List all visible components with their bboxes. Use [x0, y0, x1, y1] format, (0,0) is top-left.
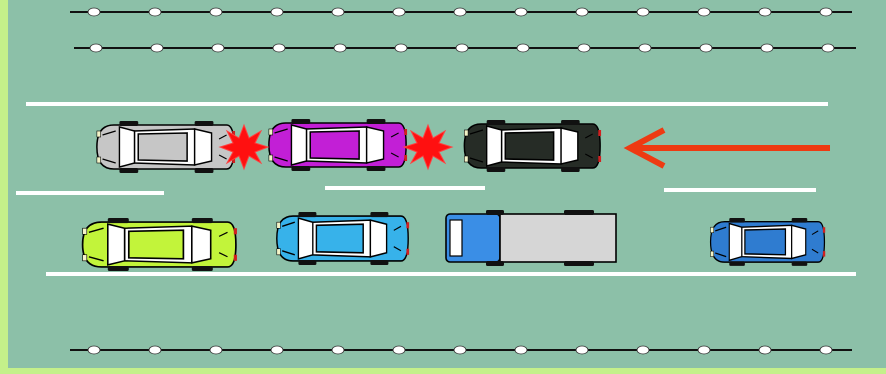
rail-post [333, 43, 347, 53]
rail-post [638, 43, 652, 53]
rail-post [150, 43, 164, 53]
rail-post [514, 7, 528, 17]
rail-post [636, 345, 650, 355]
lime-car [81, 217, 238, 272]
guard-rail-bottom [70, 345, 852, 355]
rail-post [455, 43, 469, 53]
guard-rail-top-inner [74, 43, 856, 53]
lane-markings [16, 102, 856, 276]
purple-car [268, 118, 408, 172]
lane-edge-line-bottom [46, 272, 856, 276]
rail-post [758, 7, 772, 17]
collision-burst-icon [219, 124, 269, 170]
black-car [463, 119, 602, 173]
collision-burst-icon [403, 124, 453, 170]
rail-post [331, 7, 345, 17]
rail-post [394, 43, 408, 53]
rail-post [697, 7, 711, 17]
rail-post [453, 7, 467, 17]
rail-post [575, 7, 589, 17]
rail-post [392, 345, 406, 355]
rail-post [577, 43, 591, 53]
road-surface [8, 0, 886, 368]
rail-post [575, 345, 589, 355]
blue-car [709, 217, 826, 267]
lane-dash [16, 191, 164, 195]
rail-post [270, 345, 284, 355]
rail-post [819, 7, 833, 17]
lane-dash [664, 188, 816, 192]
lane-edge-line-top [26, 102, 828, 106]
rail-post [514, 345, 528, 355]
rail-post [270, 7, 284, 17]
rail-post [211, 43, 225, 53]
rail-post [331, 345, 345, 355]
rail-post [148, 7, 162, 17]
rail-post [821, 43, 835, 53]
arrow-left-icon [623, 127, 830, 169]
rail-post [819, 345, 833, 355]
rail-post [699, 43, 713, 53]
rail-post [697, 345, 711, 355]
rail-post [758, 345, 772, 355]
rail-post [636, 7, 650, 17]
box-truck [445, 210, 617, 266]
rail-post [760, 43, 774, 53]
rail-post [453, 345, 467, 355]
rail-post [87, 7, 101, 17]
rail-post [209, 345, 223, 355]
rail-post [89, 43, 103, 53]
rail-post [516, 43, 530, 53]
rail-post [148, 345, 162, 355]
rail-post [209, 7, 223, 17]
guard-rail-top-outer [70, 7, 852, 17]
vehicles [81, 118, 826, 272]
lane-dash [325, 186, 485, 190]
rail-post [392, 7, 406, 17]
rail-post [272, 43, 286, 53]
sky-blue-car [275, 211, 410, 266]
silver-car [96, 120, 236, 174]
rail-post [87, 345, 101, 355]
